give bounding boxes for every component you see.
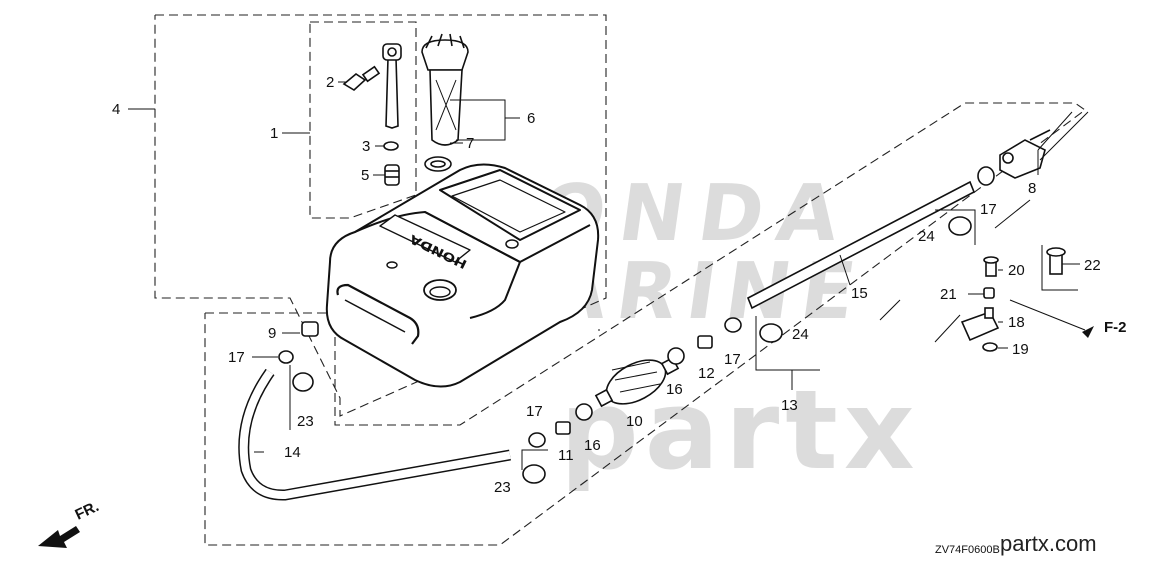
washer-3 [383,141,399,151]
callout-17c: 17 [724,351,741,368]
primer-bulb [594,356,680,408]
callout-13: 13 [781,397,798,414]
filter-5 [384,164,400,186]
callout-16a: 16 [584,437,601,454]
fitting-9 [301,321,319,337]
cap-21 [983,287,995,299]
tank-vent [505,239,519,249]
callout-18: 18 [1008,314,1025,331]
callout-5: 5 [361,167,369,184]
callout-12: 12 [698,365,715,382]
clip-17d [977,166,995,186]
callout-17d: 17 [980,201,997,218]
front-arrow: FR. [38,498,102,548]
callout-24a: 24 [792,326,809,343]
fitting-12 [697,335,713,349]
callout-24b: 24 [918,228,935,245]
fuel-tank: HONDA [325,163,600,388]
diagram-code: ZV74F0600B [935,544,1000,556]
callout-17b: 17 [228,349,245,366]
callout-2: 2 [326,74,334,91]
fuel-line-parts [238,129,1066,501]
callout-9: 9 [268,325,276,342]
clamp-23a [292,372,314,392]
section-arrow [1082,326,1094,338]
callout-8: 8 [1028,180,1036,197]
section-reference[interactable]: F-2 [1104,319,1127,336]
front-arrow-icon [38,526,80,548]
callout-21: 21 [940,286,957,303]
vent-screw [342,73,367,91]
callout-23b: 23 [494,479,511,496]
fuel-strainer [421,33,469,172]
vent-tube [385,57,399,129]
collar-16b [667,347,685,365]
fitting-11 [555,421,571,435]
group-boundaries [154,14,1086,546]
callout-19: 19 [1012,341,1029,358]
callout-3: 3 [362,138,370,155]
collar-16a [575,403,593,421]
cap-parts [342,43,402,186]
clamp-24b [948,216,972,236]
clamp-23b [522,464,546,484]
clip-17c [724,317,742,333]
front-label: FR. [73,498,102,524]
callout-6: 6 [527,110,535,127]
callout-4: 4 [112,101,120,118]
callout-16b: 16 [666,381,683,398]
callout-10: 10 [626,413,643,430]
boundary-tank-assembly [154,14,607,417]
callout-14: 14 [284,444,301,461]
callout-22: 22 [1084,257,1101,274]
joint-18 [960,307,1000,342]
callout-17a: 17 [526,403,543,420]
clip-17a [528,432,546,448]
leader-lines [128,81,1089,470]
boundary-cap-assembly [309,21,417,219]
callout-23a: 23 [297,413,314,430]
callouts: 4 1 2 3 5 6 7 9 17 23 14 23 17 11 16 10 … [112,74,1127,496]
clip-17b [278,350,294,364]
boundary-fuel-line [204,102,1086,546]
callout-11: 11 [558,447,574,464]
washer-19 [982,342,998,352]
site-link[interactable]: partx.com [1000,531,1097,556]
callout-7: 7 [466,135,474,152]
clamp-24a [759,323,783,343]
hose-15 [746,180,976,310]
callout-15: 15 [851,285,868,302]
callout-1: 1 [270,125,278,142]
callout-20: 20 [1008,262,1025,279]
connector-8 [999,129,1051,179]
